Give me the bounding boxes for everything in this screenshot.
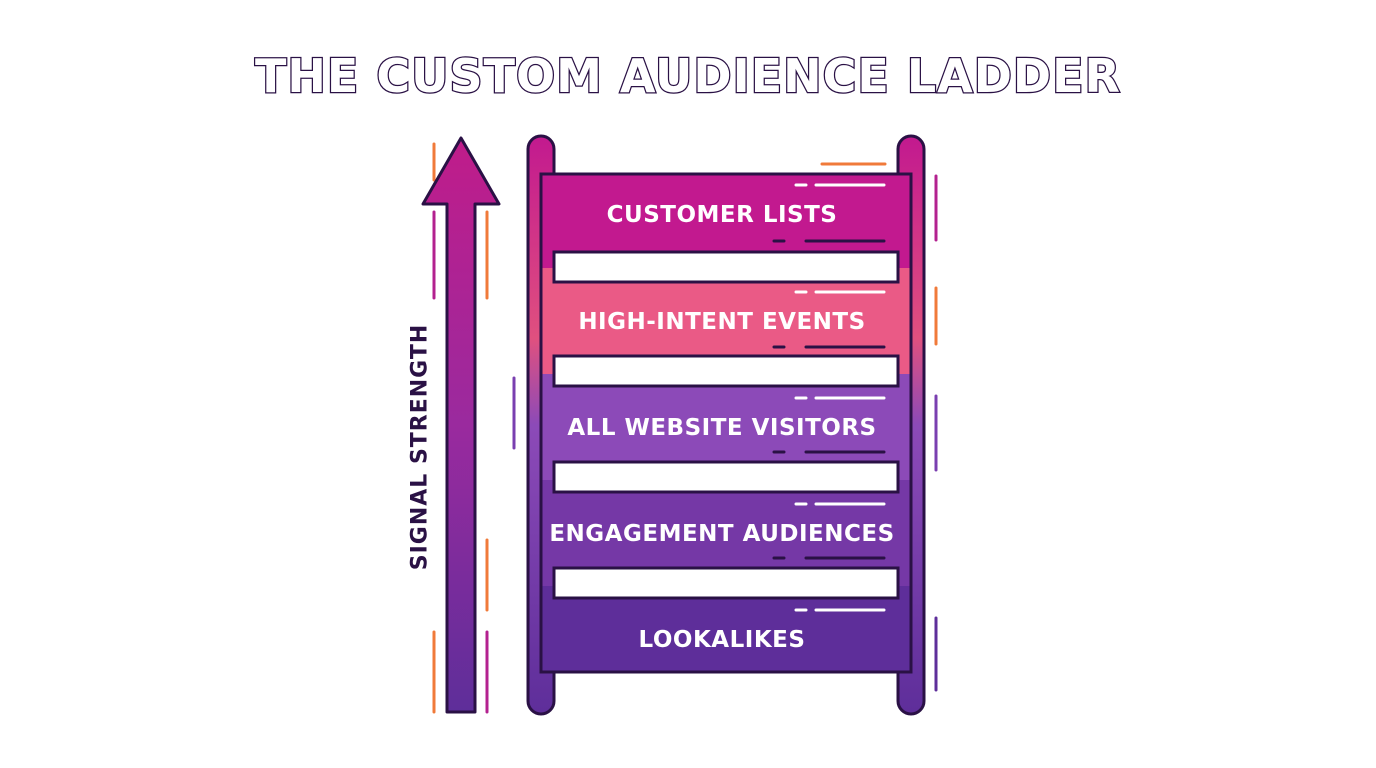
ladder-outline <box>539 172 913 674</box>
rung-labels: CUSTOMER LISTS HIGH-INTENT EVENTS ALL WE… <box>549 202 894 653</box>
rung-dashes <box>772 162 887 612</box>
left-accent-lines <box>432 142 516 714</box>
diagram-title: THE CUSTOM AUDIENCE LADDER <box>254 48 1121 105</box>
rung-label-lookalikes: LOOKALIKES <box>639 627 806 653</box>
rung-gap <box>552 250 900 284</box>
rung-gap <box>552 460 900 494</box>
rung-label-customer-lists: CUSTOMER LISTS <box>607 202 838 228</box>
rung-gap <box>552 566 900 600</box>
rung-label-engagement-audiences: ENGAGEMENT AUDIENCES <box>549 521 894 547</box>
rung-label-all-website-visitors: ALL WEBSITE VISITORS <box>567 415 876 441</box>
signal-arrow <box>421 136 501 714</box>
ladder-rungs <box>539 172 913 674</box>
rung-label-high-intent-events: HIGH-INTENT EVENTS <box>578 309 865 335</box>
rung-gap <box>552 354 900 388</box>
rung-band-lookalikes <box>541 586 911 672</box>
